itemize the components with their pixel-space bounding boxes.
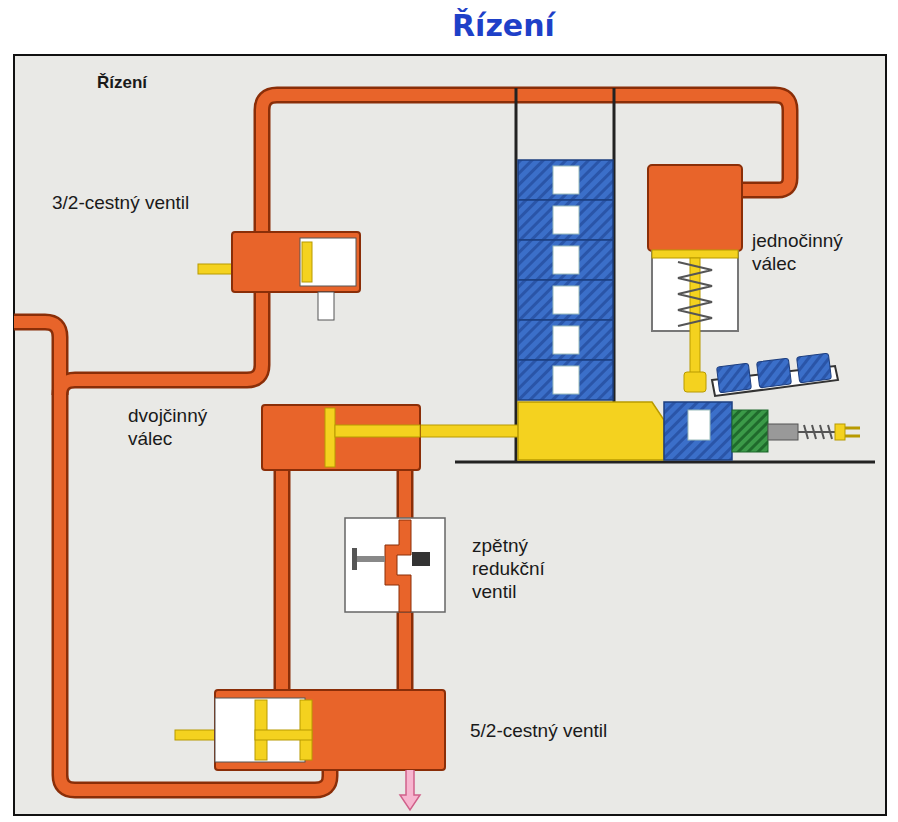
component-label: 3/2-cestný ventil — [52, 192, 192, 215]
component-label: dvojčinný válec — [128, 405, 250, 451]
air-pipe-part-part — [274, 470, 291, 690]
valve-5-2-part — [255, 730, 312, 740]
magazine-part-part — [518, 240, 613, 280]
check-throttle-valve-part — [345, 518, 445, 612]
valve-3-2 — [198, 232, 360, 320]
single-acting-cylinder — [648, 165, 742, 392]
check-throttle-valve — [345, 518, 445, 612]
valve-5-2-part — [400, 770, 420, 810]
parts-tray — [712, 353, 838, 396]
magazine-part-part — [518, 200, 613, 240]
pusher-and-station-part — [664, 402, 732, 460]
single-acting-cylinder-part — [678, 262, 712, 326]
double-acting-cylinder-part — [262, 405, 420, 470]
air-pipe-part-part — [399, 470, 411, 520]
air-pipe-part-part — [60, 290, 262, 395]
pusher-and-station-part — [518, 402, 664, 460]
double-acting-cylinder-part — [325, 408, 335, 467]
valve-5-2-part — [215, 690, 445, 770]
parts-tray-part-part — [717, 363, 752, 393]
frame-part — [14, 55, 886, 815]
double-acting-cylinder-part — [335, 425, 420, 437]
check-throttle-valve-part — [385, 520, 411, 612]
valve-5-2-part — [175, 730, 217, 740]
magazine-part-part — [553, 326, 579, 354]
magazine-part-part — [553, 246, 579, 274]
panel-heading: Řízení — [97, 73, 147, 93]
component-label: zpětný redukční ventil — [472, 535, 587, 603]
pusher-and-station-part — [455, 461, 875, 464]
double-acting-cylinder — [262, 405, 520, 470]
pusher-and-station-part — [688, 410, 710, 440]
air-pipe-part-part — [60, 290, 262, 395]
magazine-part-part — [518, 160, 613, 200]
magazine-part-part — [553, 166, 579, 194]
pusher-and-station-part — [768, 424, 798, 440]
magazine-part — [515, 88, 518, 462]
pusher-and-station-part — [845, 428, 860, 436]
frame — [14, 55, 886, 815]
air-pipe — [14, 95, 790, 790]
check-throttle-valve-part — [352, 548, 357, 570]
air-pipe-part-part — [397, 610, 414, 690]
magazine-part-part — [553, 366, 579, 394]
valve-3-2-part — [318, 292, 334, 320]
diagram-title: Řízení — [452, 8, 555, 44]
parts-tray-part-part — [797, 353, 832, 383]
valve-5-2 — [175, 690, 445, 810]
air-pipe-part — [14, 95, 790, 790]
valve-3-2-part — [300, 238, 356, 286]
pusher-and-station — [455, 402, 875, 462]
magazine-part-part — [518, 280, 613, 320]
magazine-part-part — [553, 206, 579, 234]
pusher-and-station-part — [732, 410, 768, 452]
pusher-and-station-part — [835, 424, 845, 440]
air-pipe-part-part — [276, 470, 288, 690]
parts-tray-part — [717, 353, 832, 393]
air-pipe-part-part — [399, 610, 411, 690]
magazine-part-part — [518, 360, 613, 400]
parts-tray-part-part — [757, 358, 792, 388]
pusher-and-station-part — [798, 425, 835, 439]
magazine-part — [518, 160, 613, 400]
double-acting-cylinder-part — [335, 425, 520, 437]
single-acting-cylinder-part — [652, 250, 738, 258]
component-label: jednočinný válec — [752, 230, 884, 276]
magazine-part-part — [518, 320, 613, 360]
air-pipe-part — [14, 95, 790, 790]
valve-3-2-part — [302, 242, 312, 282]
single-acting-cylinder-part — [684, 372, 706, 392]
component-label: 5/2-cestný ventil — [470, 720, 607, 743]
valve-3-2-part — [198, 264, 234, 274]
check-throttle-valve-part — [412, 552, 430, 566]
valve-3-2-part — [232, 232, 360, 292]
single-acting-cylinder-part — [648, 165, 742, 251]
magazine-part — [553, 166, 579, 394]
check-throttle-valve-part — [355, 556, 385, 562]
magazine-part-part — [553, 286, 579, 314]
air-pipe-part-part — [397, 470, 414, 520]
